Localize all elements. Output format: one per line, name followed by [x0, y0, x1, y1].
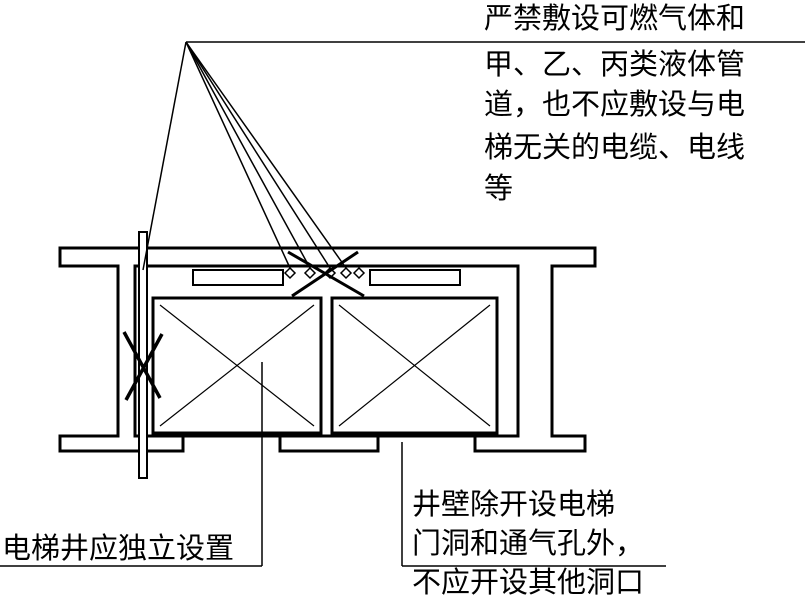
- annotation-bottom-left: 电梯井应独立设置: [2, 531, 234, 565]
- annotation-line: 等: [484, 171, 513, 205]
- annotation-line: 梯无关的电缆、电线: [484, 130, 745, 164]
- annotation-line: 道，也不应敷设与电: [484, 87, 745, 121]
- annotation-bottom-right: 井壁除开设电梯 门洞和通气孔外， 不应开设其他洞口: [412, 487, 644, 599]
- cable-cross-mark: [291, 250, 359, 298]
- annotation-line: 严禁敷设可燃气体和: [484, 1, 745, 35]
- pipe-through-wall: [138, 231, 148, 479]
- annotation-line: 井壁除开设电梯: [412, 487, 615, 521]
- annotation-line: 不应开设其他洞口: [412, 565, 644, 599]
- leader-to-cable: [185, 41, 291, 269]
- vent-slot-left: [192, 269, 284, 286]
- elevator-car-left: [151, 296, 323, 435]
- shaft-wall-outline: [58, 246, 597, 453]
- elevator-car-right: [330, 296, 499, 435]
- annotation-top-right: 严禁敷设可燃气体和 甲、乙、丙类液体管 道，也不应敷设与电 梯无关的电缆、电线 …: [484, 1, 745, 205]
- cable-diamond: [283, 266, 297, 280]
- elevator-car-left-diagonal: [159, 304, 315, 427]
- forbidden-pipe: [122, 231, 164, 479]
- vent-slots: [192, 269, 461, 286]
- cable-diamond: [339, 266, 353, 280]
- vent-slot-right: [369, 269, 461, 286]
- shaft-cavity: [133, 264, 520, 438]
- annotation-line: 门洞和通气孔外，: [412, 526, 644, 560]
- leader-to-cable: [185, 41, 311, 269]
- annotation-line: 甲、乙、丙类液体管: [484, 47, 745, 81]
- leader-to-cable: [185, 41, 331, 269]
- elevator-car-right-diagonal: [338, 304, 491, 427]
- leader-lines: [0, 41, 805, 567]
- annotation-line: 电梯井应独立设置: [2, 531, 234, 565]
- pipe-cross-mark: [122, 331, 162, 399]
- pipe-cross-mark: [124, 333, 164, 401]
- cable-diamond: [303, 266, 317, 280]
- leader-to-cable: [185, 41, 347, 269]
- elevator-cars: [151, 296, 499, 435]
- cable-diamond: [352, 266, 366, 280]
- leader-to-pipe: [142, 41, 187, 271]
- forbidden-cables: [283, 250, 366, 298]
